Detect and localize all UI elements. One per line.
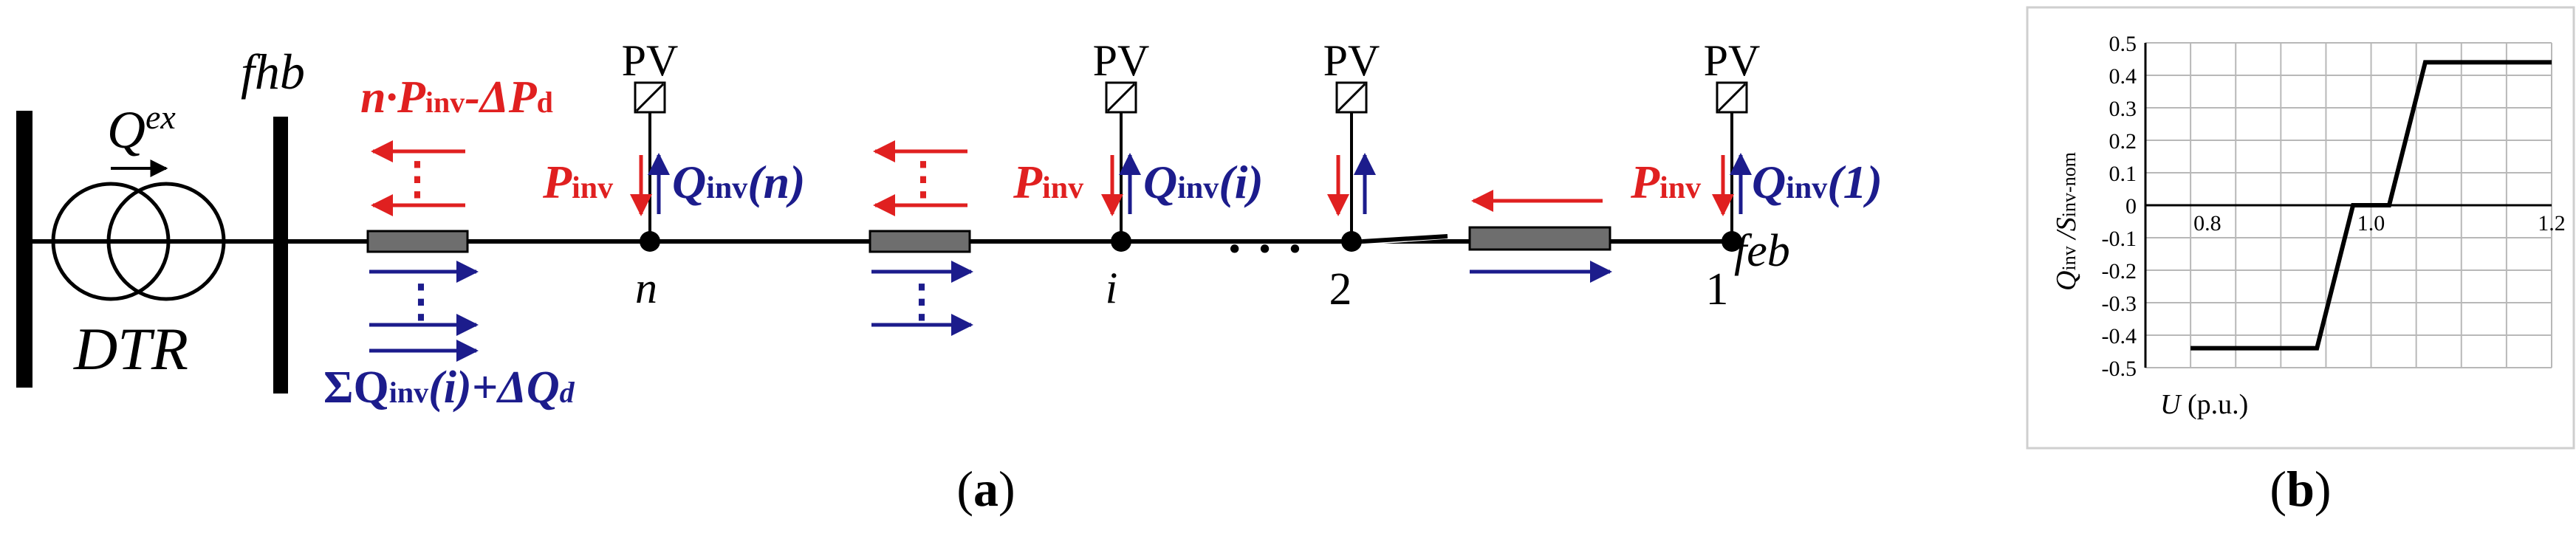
pv-inverter-diagonal: [1717, 83, 1747, 112]
grid-busbar: [16, 111, 32, 388]
pv-label: PV: [622, 36, 679, 85]
line-impedance-2: [869, 230, 971, 253]
caption-a: (a): [956, 461, 1015, 517]
y-tick-label: 0.2: [2109, 129, 2137, 154]
x-axis-label: U (p.u.): [2160, 389, 2248, 420]
y-tick-label: 0.5: [2109, 32, 2137, 56]
pv-label: PV: [1704, 36, 1761, 85]
dtr-label: DTR: [73, 315, 188, 382]
red-total-label: n·Pinv-ΔPd: [360, 72, 553, 123]
node-n: PV n Pinv Qinv(n): [542, 36, 805, 312]
node-dot: [1111, 231, 1131, 252]
caption-b: (b): [2270, 461, 2331, 517]
p-inv-label: Pinv: [1013, 156, 1083, 208]
ellipsis-dots: · · ·: [1226, 221, 1304, 278]
node-1: PV 1 feb Pinv Qinv(1): [1630, 36, 1883, 315]
fhb-label: fhb: [241, 44, 305, 100]
y-tick-label: 0: [2125, 194, 2137, 219]
blue-total-label: ΣQinv(i)+ΔQd: [323, 363, 575, 413]
q-inv-label: Qinv(i): [1143, 156, 1264, 208]
node-label: n: [635, 264, 657, 312]
blue-vertical-dots: ⋮: [399, 277, 443, 326]
node-dot: [640, 231, 660, 252]
node-dot: [1722, 231, 1742, 252]
blue-flow-group-1: ⋮: [369, 261, 479, 362]
blue-vertical-dots: ⋮: [900, 277, 944, 326]
y-tick-label: -0.4: [2102, 324, 2137, 348]
node-i: PV i Pinv Qinv(i): [1013, 36, 1264, 312]
line-impedance-3: [1468, 226, 1611, 251]
red-vertical-dots: ⋮: [395, 154, 439, 203]
p-inv-label: Pinv: [542, 156, 613, 208]
feb-label: feb: [1734, 226, 1790, 276]
panel-b-frame: [2026, 6, 2575, 450]
red-flow-group-2: ⋮: [873, 140, 967, 216]
node-label: 1: [1706, 264, 1729, 315]
y-tick-label: 0.4: [2109, 64, 2137, 89]
pv-label: PV: [1093, 36, 1150, 85]
y-tick-label: -0.1: [2102, 227, 2137, 251]
y-tick-label: -0.3: [2102, 292, 2137, 316]
pv-inverter-diagonal: [1106, 83, 1136, 112]
transformer-winding-1: [51, 182, 171, 301]
feeder-segment-2: [1362, 234, 1448, 244]
q-inv-label: Qinv(1): [1752, 156, 1883, 208]
x-tick-label: 1.0: [2357, 211, 2385, 236]
node-label: i: [1106, 264, 1118, 312]
line-impedance-1: [366, 230, 469, 253]
transformer-winding-2: [106, 182, 226, 301]
y-tick-label: 0.3: [2109, 97, 2137, 121]
blue-flow-group-2: ⋮: [871, 261, 973, 336]
x-tick-label: 1.2: [2538, 211, 2566, 236]
y-tick-label: -0.5: [2102, 357, 2137, 381]
panel-b: 0.5 0.4 0.3 0.2 0.1 0 -0.1 -0.2 -0.3 -0.4 -0.5 0.8 1…: [2026, 6, 2575, 517]
pv-inverter-diagonal: [1337, 83, 1366, 112]
node-dot: [1341, 231, 1362, 252]
y-tick-label: -0.2: [2102, 259, 2137, 284]
feeder-head-bus: [273, 117, 288, 394]
red-flow-group-1: ⋮: [371, 140, 465, 216]
panel-a: Qex DTR fhb ⋮ n·Pinv-ΔPd ⋮ ΣQinv(i)+ΔQd: [16, 36, 1883, 517]
p-inv-label: Pinv: [1630, 156, 1701, 208]
y-tick-label: 0.1: [2109, 162, 2137, 186]
pv-label: PV: [1323, 36, 1380, 85]
q-ex-label: Qex: [107, 98, 176, 159]
red-vertical-dots: ⋮: [901, 154, 945, 203]
y-axis-label: Qinv /Sinv-nom: [2051, 152, 2082, 291]
node-label: 2: [1329, 264, 1352, 315]
x-tick-label: 0.8: [2193, 211, 2222, 236]
q-u-characteristic-line: [2190, 60, 2552, 351]
chart-plot: 0.5 0.4 0.3 0.2 0.1 0 -0.1 -0.2 -0.3 -0.4 -0.5 0.8 1…: [2102, 32, 2566, 381]
node-2: PV 2: [1323, 36, 1380, 315]
q-inv-label: Qinv(n): [672, 156, 805, 208]
transformer-dtr: Qex DTR: [51, 98, 226, 382]
pv-inverter-diagonal: [635, 83, 665, 112]
